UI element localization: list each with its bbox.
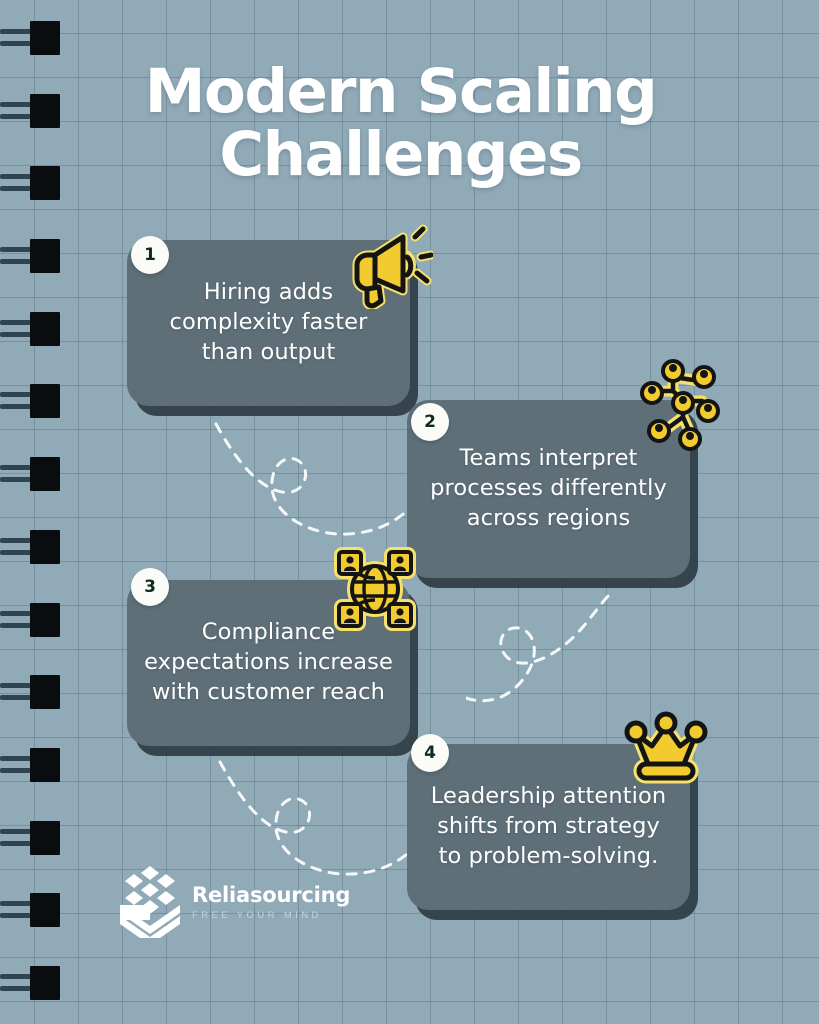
challenge-card-2-text: Teams interpret processes differently ac… <box>430 445 667 531</box>
challenge-card-4-text: Leadership attention shifts from strateg… <box>430 783 667 869</box>
page-title: Modern Scaling Challenges <box>0 56 819 190</box>
spiral-binding <box>0 0 70 1024</box>
binding-ring <box>0 966 68 1000</box>
brand-logo[interactable]: Reliasourcing FREE YOUR MIND <box>118 864 350 938</box>
challenge-card-3-text: Compliance expectations increase with cu… <box>144 619 393 705</box>
binding-ring <box>0 529 68 564</box>
binding-ring <box>0 311 68 346</box>
binding-ring <box>0 602 68 637</box>
challenge-card-2-number-badge: 2 <box>411 403 449 441</box>
brand-tagline: FREE YOUR MIND <box>192 910 322 922</box>
title-line-2: Challenges <box>219 118 583 190</box>
binding-ring <box>0 21 68 55</box>
crown-icon <box>624 711 708 784</box>
binding-ring <box>0 239 68 274</box>
global-people-network-icon <box>334 547 416 631</box>
brand-name: Reliasourcing <box>192 883 351 908</box>
binding-ring <box>0 675 68 710</box>
megaphone-icon <box>352 224 433 309</box>
challenge-card-1-text: Hiring adds complexity faster than outpu… <box>169 279 368 365</box>
binding-ring <box>0 457 68 492</box>
binding-ring <box>0 93 68 128</box>
binding-ring <box>0 747 68 782</box>
challenge-card-2[interactable]: Teams interpret processes differently ac… <box>407 400 690 578</box>
binding-ring <box>0 384 68 419</box>
dashed-swirl-decoration <box>218 760 428 876</box>
binding-ring <box>0 820 68 855</box>
challenge-card-3-number-badge: 3 <box>131 568 169 606</box>
binding-ring <box>0 893 68 928</box>
stacked-layers-icon <box>120 866 180 938</box>
title-line-1: Modern Scaling <box>144 56 658 127</box>
binding-ring <box>0 166 68 201</box>
dashed-swirl-decoration <box>466 592 612 703</box>
dashed-swirl-decoration <box>214 422 424 536</box>
challenge-card-4-number-badge: 4 <box>411 734 449 772</box>
org-chart-network-icon <box>640 359 720 451</box>
challenge-card-1-number-badge: 1 <box>131 236 169 274</box>
